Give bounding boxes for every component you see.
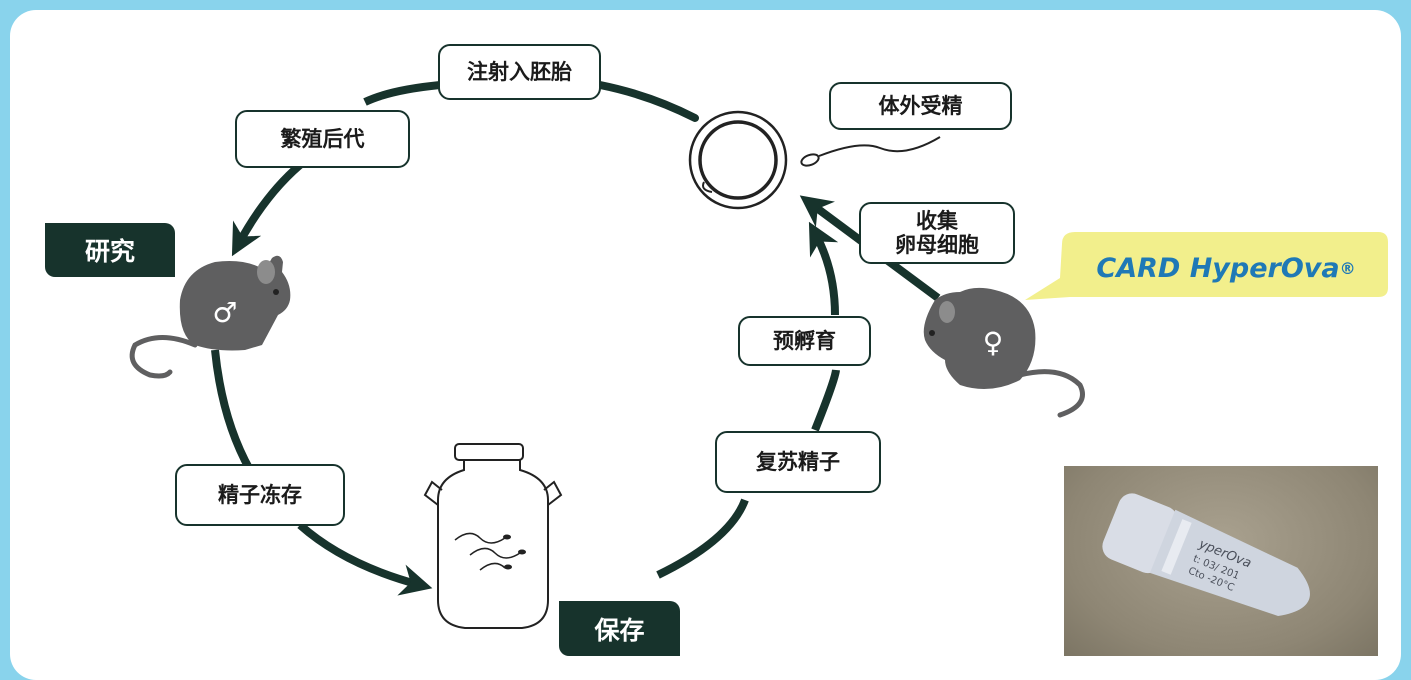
label-preincubate: 预孵育 (738, 316, 871, 366)
arrow-to-research (231, 161, 303, 257)
label-breed-offspring: 繁殖后代 (235, 110, 410, 168)
product-photo: yperOva t: 03/ 201 Cto -20°C (1064, 466, 1378, 656)
label-collect-line: 收集 卵母细胞 (895, 208, 979, 257)
stage-research: 研究 (45, 223, 175, 277)
product-name: CARD HyperOva® (1066, 240, 1386, 296)
tube-image: yperOva t: 03/ 201 Cto -20°C (1102, 493, 1310, 617)
female-mouse-icon: ♀ (923, 287, 1085, 418)
female-symbol: ♀ (983, 326, 1004, 359)
arrow-top-right (596, 81, 699, 122)
arrow-to-storage (297, 522, 433, 596)
label-collect-oocytes: 收集 卵母细胞 (859, 202, 1015, 264)
arrow-to-egg (808, 221, 839, 316)
label-inject-embryo: 注射入胚胎 (438, 44, 601, 100)
product-name-text: CARD HyperOva (1096, 252, 1340, 284)
arrow-left-down (211, 349, 254, 472)
arrow-top-left (363, 81, 441, 106)
arrow-right-up (811, 369, 840, 432)
male-mouse-icon: ♂ (129, 255, 291, 379)
label-sperm-freeze: 精子冻存 (175, 464, 345, 526)
stage-storage: 保存 (559, 601, 680, 656)
label-ivf: 体外受精 (829, 82, 1012, 130)
product-speech-bubble (1025, 232, 1388, 300)
male-symbol: ♂ (212, 296, 237, 329)
storage-can-icon (423, 443, 563, 629)
label-thaw-sperm: 复苏精子 (715, 431, 881, 493)
arrow-bottom-right (656, 498, 749, 579)
registered-mark: ® (1339, 258, 1356, 278)
egg-icon (688, 110, 941, 210)
